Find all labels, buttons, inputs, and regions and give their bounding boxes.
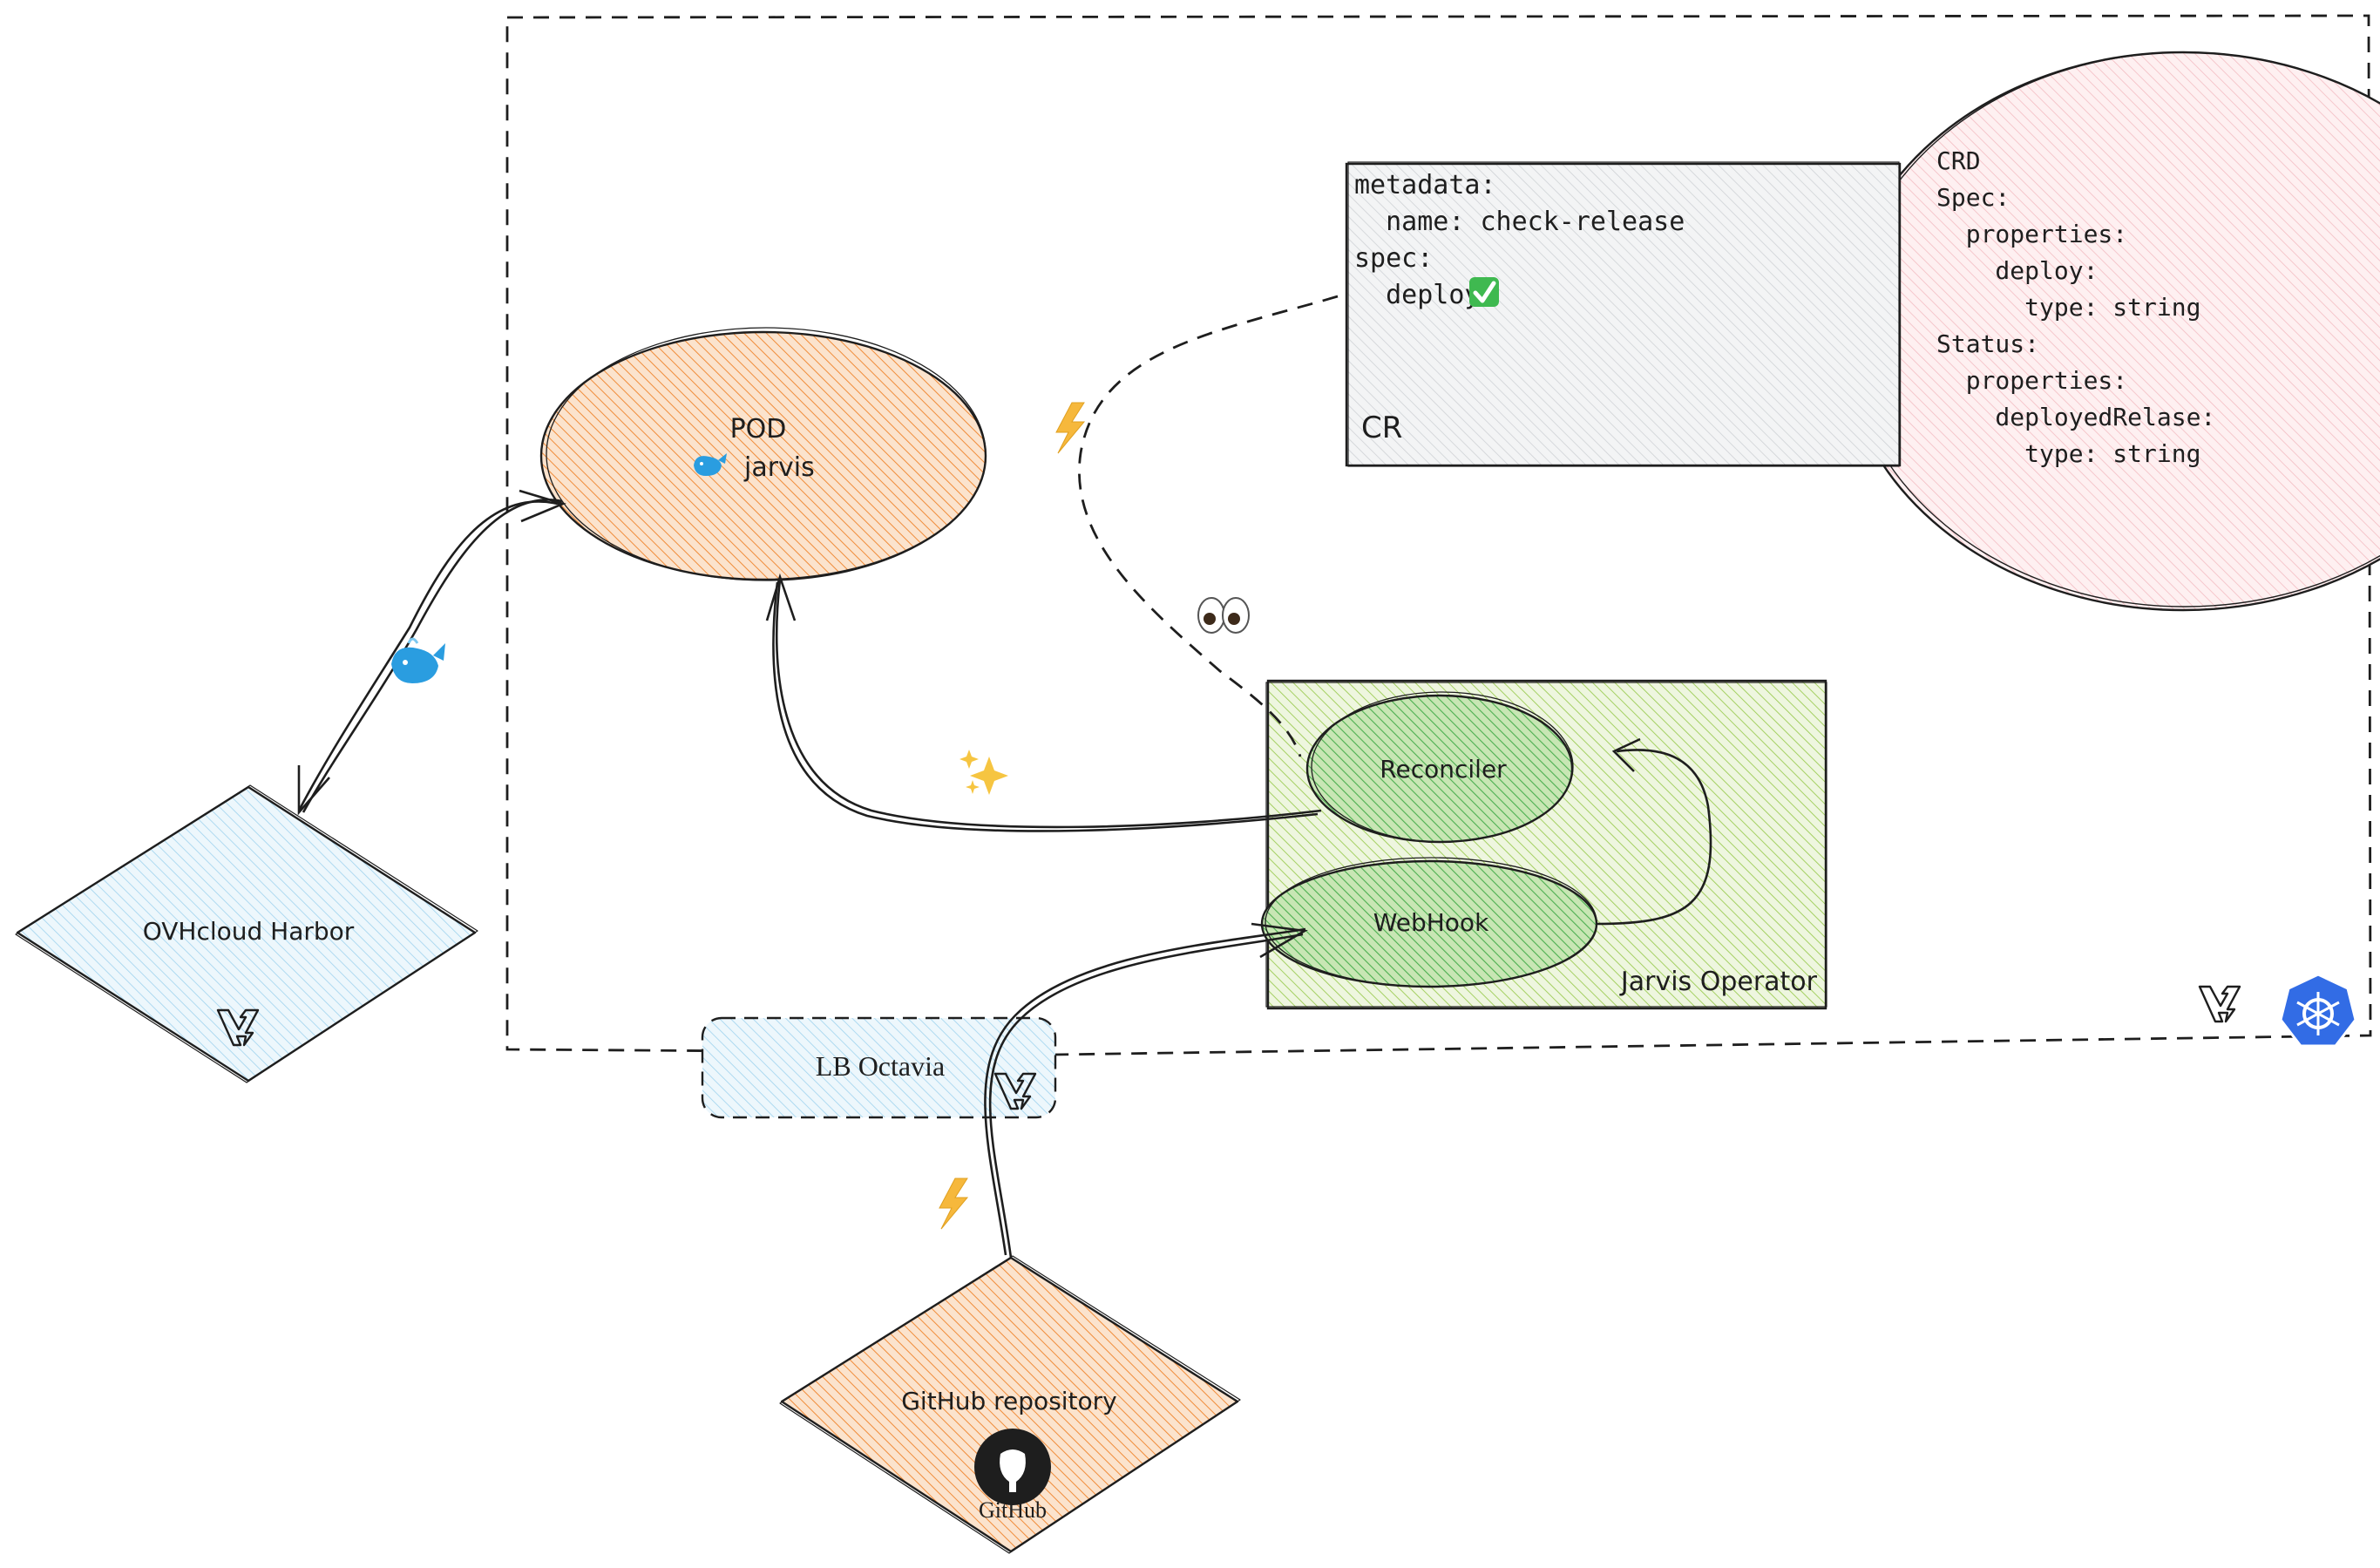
edge-pod-harbor	[297, 500, 559, 811]
pod-title: POD	[730, 414, 787, 445]
arrowhead-harbor	[297, 765, 330, 816]
cr-line-spec: spec:	[1354, 243, 1433, 274]
crd-line-6: properties:	[1936, 366, 2127, 395]
bolt-top-emoji	[1055, 402, 1086, 454]
whale-emoji	[694, 453, 727, 476]
jarvis-operator-label: Jarvis Operator	[1619, 967, 1818, 997]
eyes-emoji	[1197, 597, 1250, 634]
edge-webhook-reconciler	[1596, 749, 1712, 926]
ovhcloud-logo-icon	[2198, 985, 2241, 1023]
crd-line-7: deployedRelase:	[1936, 403, 2215, 431]
crd-line-0: CRD	[1936, 146, 1981, 175]
cr-line-metadata: metadata:	[1354, 170, 1496, 200]
edge-github-webhook-alt	[984, 927, 1306, 1256]
kubernetes-logo-icon	[2279, 973, 2357, 1048]
lb-octavia-node[interactable]	[701, 1016, 1057, 1119]
arrowhead-webhook	[1251, 922, 1308, 959]
crd-line-3: deploy:	[1936, 256, 2098, 285]
github-repository-node[interactable]	[779, 1255, 1241, 1554]
github-repository-label: GitHub repository	[901, 1387, 1117, 1415]
pod-subtitle: jarvis	[743, 452, 815, 483]
github-logo-text: GitHub	[979, 1497, 1047, 1523]
crd-line-2: properties:	[1936, 220, 2127, 248]
cr-label: CR	[1361, 411, 1402, 445]
crd-line-8: type: string	[1936, 439, 2200, 468]
github-logo-icon	[974, 1429, 1051, 1505]
sparkles-emoji	[959, 750, 1008, 795]
webhook-label: WebHook	[1373, 908, 1489, 937]
reconciler-node[interactable]	[1305, 691, 1574, 844]
edge-reconciler-pod-alt	[772, 581, 1319, 832]
arrowhead-pod	[519, 489, 566, 523]
arrowhead-reconciler	[1611, 737, 1641, 772]
edge-reconciler-watches-cr	[1078, 295, 1339, 757]
ovhcloud-harbor-label: OVHcloud Harbor	[143, 917, 355, 946]
crd-line-5: Status:	[1936, 329, 2039, 358]
crd-line-1: Spec:	[1936, 183, 2010, 212]
edge-reconciler-pod	[776, 579, 1322, 829]
lb-octavia-label: LB Octavia	[816, 1050, 945, 1082]
edge-pod-harbor-alt	[302, 499, 563, 813]
pod-node[interactable]	[539, 327, 987, 581]
reconciler-label: Reconciler	[1380, 755, 1507, 784]
check-mark-emoji	[1469, 277, 1499, 307]
crd-circle	[1840, 51, 2380, 612]
crd-line-4: type: string	[1936, 293, 2200, 322]
cr-line-name: name: check-release	[1354, 207, 1685, 237]
arrowhead-pod-reconcile	[765, 573, 797, 621]
bolt-bottom-emoji	[939, 1178, 969, 1230]
whale-annotation-emoji	[391, 637, 445, 683]
edge-github-webhook	[988, 933, 1304, 1259]
ovhcloud-harbor-node[interactable]	[15, 784, 478, 1083]
cr-box	[1345, 161, 1902, 467]
